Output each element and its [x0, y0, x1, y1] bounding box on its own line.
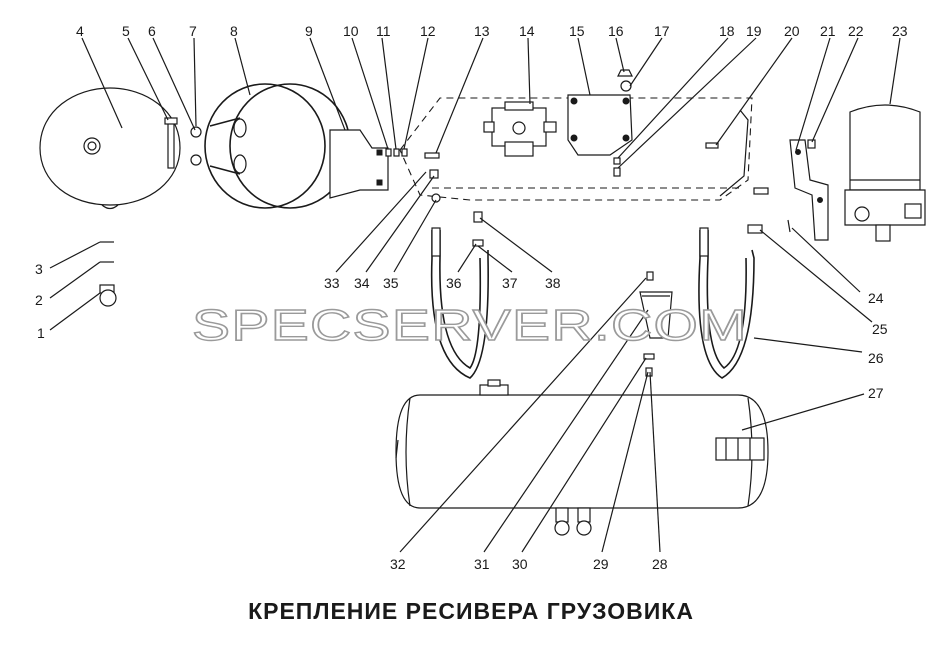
- callout-23: 23: [892, 23, 908, 39]
- mounting-bracket-part-9: [329, 129, 389, 199]
- callout-8: 8: [230, 23, 238, 39]
- callout-9: 9: [305, 23, 313, 39]
- callout-14: 14: [519, 23, 535, 39]
- fasteners-part-10-12: [385, 148, 408, 157]
- callout-16: 16: [608, 23, 624, 39]
- callout-4: 4: [76, 23, 84, 39]
- callout-21: 21: [820, 23, 836, 39]
- callout-13: 13: [474, 23, 490, 39]
- callout-30: 30: [512, 556, 528, 572]
- callout-22: 22: [848, 23, 864, 39]
- nut-part-22: [807, 139, 816, 149]
- callout-5: 5: [122, 23, 130, 39]
- callout-27: 27: [868, 385, 884, 401]
- cover-plate-part-15: [567, 69, 633, 156]
- fasteners-part-36-38: [472, 211, 484, 247]
- washers-part-6-7: [190, 126, 202, 166]
- bolts-part-33-35: [424, 152, 441, 203]
- callout-35: 35: [383, 275, 399, 291]
- air-dryer-part-23: [844, 104, 926, 242]
- callout-18: 18: [719, 23, 735, 39]
- callout-7: 7: [189, 23, 197, 39]
- bolt-part-24-25: [747, 219, 791, 234]
- diagram-title: КРЕПЛЕНИЕ РЕСИВЕРА ГРУЗОВИКА: [248, 598, 694, 624]
- right-strap: [698, 227, 755, 379]
- callout-1: 1: [37, 325, 45, 341]
- callout-38: 38: [545, 275, 561, 291]
- callout-labels: 4 5 6 7 8 9 10 11 12 13 14 15 16 17 18 1…: [35, 23, 908, 572]
- bolt-part-5: [164, 117, 178, 169]
- air-receiver-tank: [395, 379, 769, 536]
- callout-25: 25: [872, 321, 888, 337]
- callout-12: 12: [420, 23, 436, 39]
- callout-20: 20: [784, 23, 800, 39]
- callout-37: 37: [502, 275, 518, 291]
- small-parts-1-3: [99, 241, 117, 307]
- valve-block-part-14: [483, 101, 557, 157]
- callout-6: 6: [148, 23, 156, 39]
- callout-11: 11: [376, 23, 391, 39]
- callout-34: 34: [354, 275, 370, 291]
- callout-19: 19: [746, 23, 762, 39]
- callout-3: 3: [35, 261, 43, 277]
- bolts-part-18-20: [613, 142, 769, 195]
- watermark: SPECSERVER.COM: [192, 301, 748, 350]
- strap-clamp-part-8: [204, 83, 351, 209]
- callout-10: 10: [343, 23, 359, 39]
- callout-36: 36: [446, 275, 462, 291]
- bracket-arm-part-21: [789, 139, 829, 241]
- callout-32: 32: [390, 556, 406, 572]
- end-cap-part: [39, 87, 181, 210]
- callout-17: 17: [654, 23, 670, 39]
- callout-15: 15: [569, 23, 585, 39]
- frame-rail: [399, 97, 753, 201]
- left-strap: [430, 227, 489, 379]
- callout-29: 29: [593, 556, 609, 572]
- callout-31: 31: [474, 556, 490, 572]
- callout-2: 2: [35, 292, 43, 308]
- leader-lines: [49, 37, 901, 553]
- callout-28: 28: [652, 556, 668, 572]
- callout-33: 33: [324, 275, 340, 291]
- callout-26: 26: [868, 350, 884, 366]
- callout-24: 24: [868, 290, 884, 306]
- center-bracket: [639, 271, 673, 377]
